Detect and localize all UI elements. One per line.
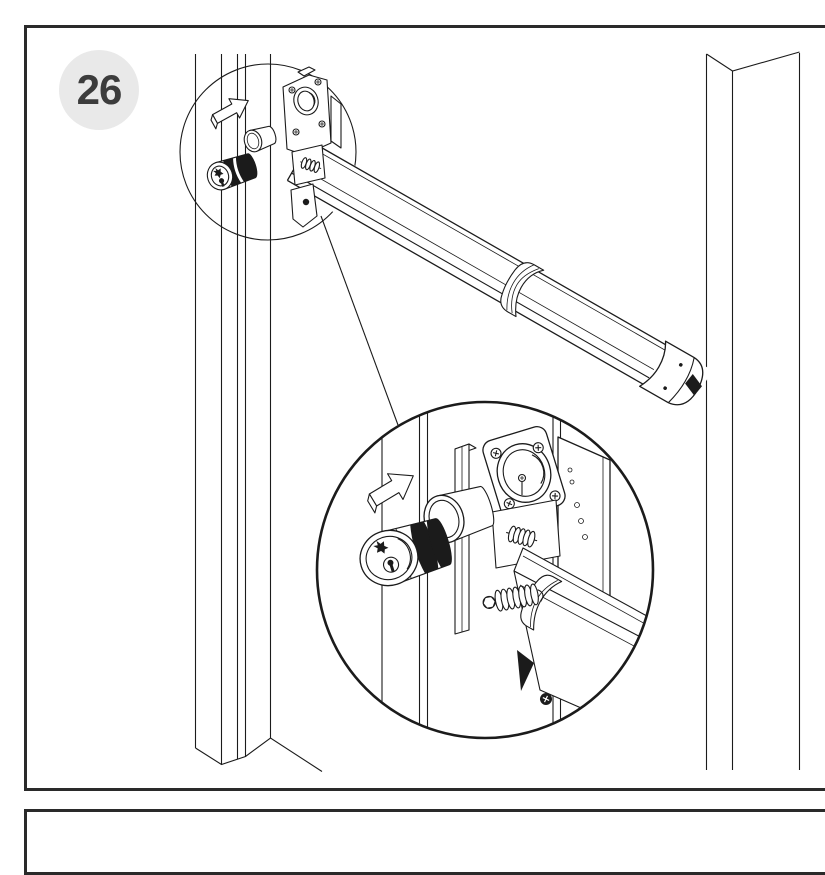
manual-page: { "figure": { "step_number": "26" }, "co… — [24, 25, 825, 875]
cylinder-collar-small — [243, 125, 277, 153]
callout-circle-small — [179, 63, 357, 241]
screw-icon — [517, 473, 527, 483]
mortise-cylinder-magnified — [359, 518, 452, 587]
bar-joint-boot — [500, 262, 545, 318]
push-bar — [285, 140, 713, 415]
callout-leader-line — [320, 215, 399, 426]
screw-icon — [549, 490, 561, 502]
detail-circle-ring — [315, 400, 655, 740]
cylinder-collar-magnified — [423, 485, 495, 544]
detail-view — [315, 400, 655, 740]
mortise-cylinder-small — [206, 153, 258, 191]
device-chassis-small — [282, 66, 342, 228]
bar-end-cap — [639, 340, 704, 406]
screw-icon — [540, 693, 552, 705]
screw-icon — [292, 128, 300, 136]
screw-icon — [288, 86, 296, 94]
instruction-step-panel — [24, 25, 825, 791]
insert-direction-arrow-small — [210, 98, 249, 130]
screw-icon — [318, 120, 326, 128]
step-number-badge: 26 — [59, 50, 139, 130]
installation-illustration — [179, 51, 801, 772]
step-number: 26 — [76, 66, 123, 113]
screw-icon — [490, 447, 502, 459]
device-chassis-magnified — [454, 425, 611, 635]
insert-direction-arrow-magnified — [367, 473, 414, 514]
screw-icon — [532, 442, 544, 454]
exit-device-assembly-small — [206, 66, 342, 228]
return-spring-magnified — [482, 583, 544, 612]
screw-icon — [503, 498, 515, 510]
door-frame-right — [705, 51, 801, 770]
door-stile-left — [194, 54, 323, 772]
screw-icon — [314, 78, 322, 86]
